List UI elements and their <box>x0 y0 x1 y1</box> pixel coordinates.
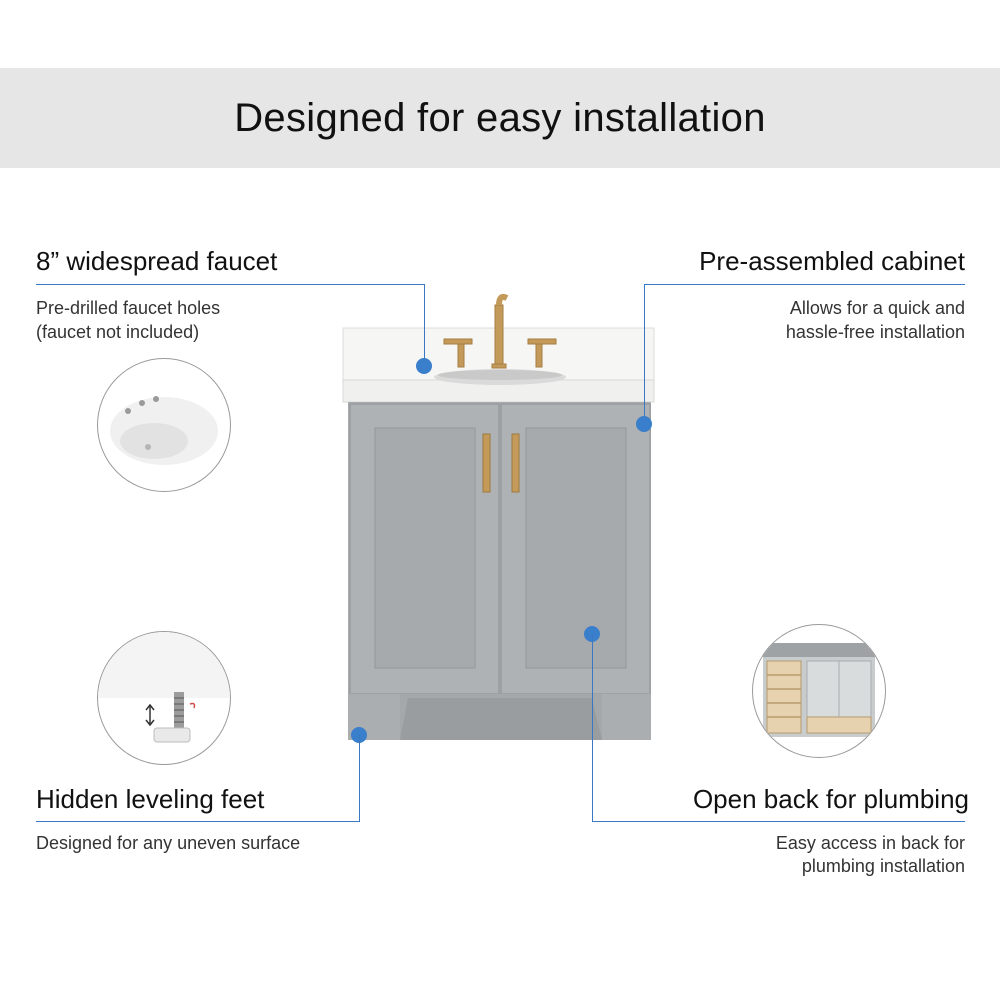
faucet-holes-detail-icon <box>97 358 231 492</box>
plumbing-leader-vertical <box>592 634 593 821</box>
header-banner: Designed for easy installation <box>0 68 1000 168</box>
feet-leader-horizontal <box>36 821 360 822</box>
feet-feature-title: Hidden leveling feet <box>36 784 265 814</box>
leveling-foot-detail-icon <box>97 631 231 765</box>
cabinet-leader-vertical <box>644 284 645 424</box>
faucet-leader-vertical <box>424 284 425 364</box>
faucet-icon <box>443 293 557 369</box>
feet-feature-desc: Designed for any uneven surface <box>36 833 301 853</box>
cabinet-feature-desc-line2: hassle-free installation <box>785 322 965 342</box>
cabinet <box>348 402 651 740</box>
faucet-marker-dot <box>416 358 432 374</box>
plumbing-feature-desc-line2: plumbing installation <box>801 856 965 876</box>
faucet-feature-desc-line2: (faucet not included) <box>36 322 200 342</box>
plumbing-leader-horizontal <box>592 821 965 822</box>
cabinet-feature-desc-line1: Allows for a quick and <box>789 298 965 318</box>
faucet-leader-horizontal <box>36 284 424 285</box>
open-back-detail-icon <box>752 624 886 758</box>
page-title: Designed for easy installation <box>234 95 766 140</box>
cabinet-marker-dot <box>636 416 652 432</box>
plumbing-feature-desc-line1: Easy access in back for <box>775 833 965 853</box>
faucet-feature-title: 8” widespread faucet <box>36 246 278 276</box>
cabinet-feature-title: Pre-assembled cabinet <box>699 246 965 276</box>
feet-leader-vertical <box>359 735 360 821</box>
faucet-feature-desc-line1: Pre-drilled faucet holes <box>36 298 221 318</box>
countertop <box>342 327 655 403</box>
plumbing-feature-title: Open back for plumbing <box>692 784 969 814</box>
cabinet-leader-horizontal <box>644 284 965 285</box>
